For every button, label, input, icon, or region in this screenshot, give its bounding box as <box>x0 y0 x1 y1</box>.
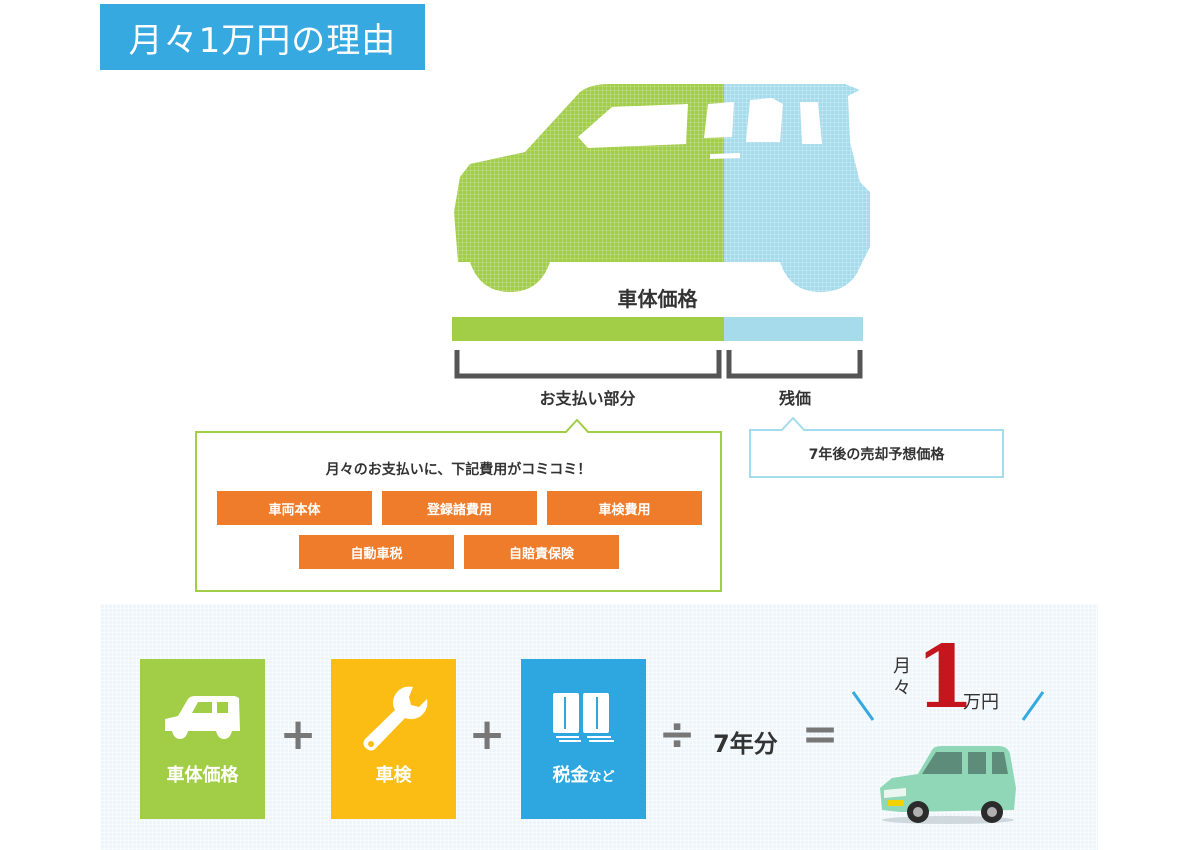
wrench-icon <box>363 686 428 751</box>
residual-value-callout: 7年後の売却予想価格 <box>749 417 1004 478</box>
formula-card-taxes: 税金など <box>521 659 646 819</box>
monthly-cost-formula: 車体価格 + 車検 + 税金など ÷ 7年分 = 月 々 1 万円 <box>100 604 1098 850</box>
residual-value-description: 7年後の売却予想価格 <box>808 446 945 463</box>
card-label: 車体価格 <box>166 765 239 786</box>
divide-sign: ÷ <box>658 709 696 760</box>
cost-tag-registration: 登録諸費用 <box>382 491 537 525</box>
documents-icon <box>553 693 614 742</box>
card-label: 税金など <box>521 761 646 787</box>
payment-includes-heading: 月々のお支払いに、下記費用がコミコミ！ <box>325 462 592 478</box>
cost-tag-auto-tax: 自動車税 <box>299 535 454 569</box>
card-label-main: 税金 <box>552 765 589 786</box>
callout-pointer <box>565 419 589 433</box>
mint-minivan-image <box>880 746 1016 824</box>
decor-slash-right <box>1021 691 1045 721</box>
cost-tag-liability-insurance: 自賠責保険 <box>464 535 619 569</box>
plus-sign: + <box>468 709 506 760</box>
card-label: 車検 <box>375 765 412 786</box>
formula-card-car-price: 車体価格 <box>140 659 265 819</box>
result-prefix: 月 々 <box>890 656 914 700</box>
payment-portion-bar <box>452 317 724 341</box>
car-price-label: 車体価格 <box>617 287 698 311</box>
result-unit: 万円 <box>963 692 999 713</box>
payment-includes-callout: 月々のお支払いに、下記費用がコミコミ！ 車両本体 登録諸費用 車検費用 自動車税… <box>195 419 722 592</box>
result-prefix-2: 々 <box>893 678 911 699</box>
monthly-result: 月 々 1 万円 <box>845 634 1050 734</box>
formula-card-inspection: 車検 <box>331 659 456 819</box>
residual-value-label: 残価 <box>778 389 811 408</box>
equals-sign: = <box>801 709 839 760</box>
residual-portion-bar <box>724 317 863 341</box>
payment-portion-label: お支払い部分 <box>539 389 636 408</box>
car-icon <box>165 696 240 739</box>
portion-brackets <box>454 350 863 379</box>
cost-tag-inspection: 車検費用 <box>547 491 702 525</box>
section-title: 月々1万円の理由 <box>100 4 425 70</box>
callout-pointer <box>781 417 805 431</box>
result-prefix-1: 月 <box>893 656 911 677</box>
card-label-suffix: など <box>588 770 615 785</box>
plus-sign: + <box>279 709 317 760</box>
years-divisor: 7年分 <box>713 730 778 758</box>
cost-tag-vehicle: 車両本体 <box>217 491 372 525</box>
car-silhouette-diagram <box>450 82 870 297</box>
decor-slash-left <box>851 691 875 721</box>
result-amount: 1 <box>915 627 975 728</box>
